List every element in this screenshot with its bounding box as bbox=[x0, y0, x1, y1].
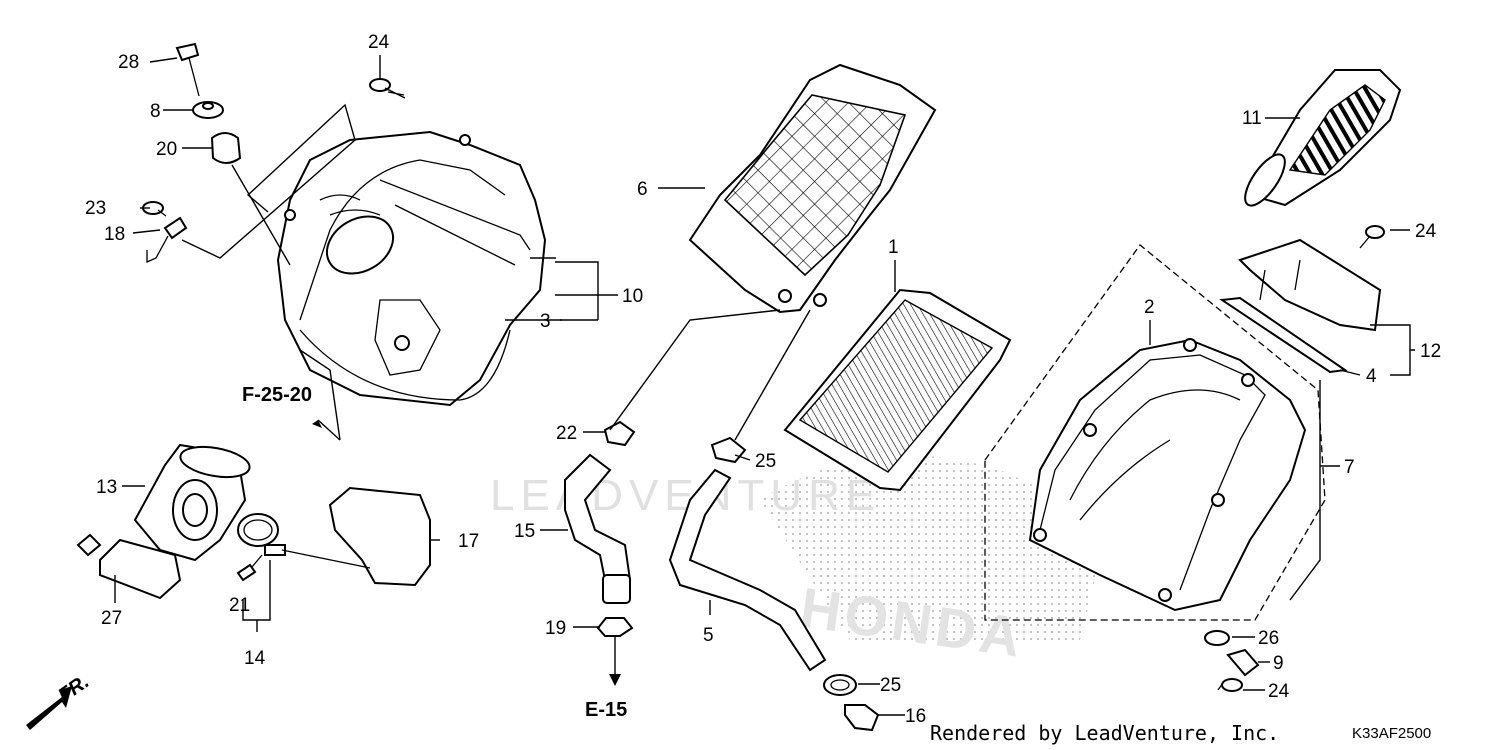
watermark-text: LEADVENTURE bbox=[490, 471, 881, 520]
callout-19: 19 bbox=[545, 618, 566, 639]
clamp-14 bbox=[236, 513, 286, 582]
callout-18: 18 bbox=[104, 224, 125, 245]
callout-28: 28 bbox=[118, 52, 139, 73]
hose-15 bbox=[564, 420, 636, 637]
assembly-outline bbox=[984, 244, 1326, 621]
callout-24-bottom: 24 bbox=[1268, 681, 1290, 702]
front-arrow bbox=[26, 686, 72, 730]
callout-13: 13 bbox=[96, 477, 117, 498]
ref-label-f25-20: F-25-20 bbox=[242, 384, 312, 406]
callout-11: 11 bbox=[1242, 108, 1262, 129]
callout-24-right: 24 bbox=[1415, 221, 1437, 242]
honda-wing-watermark bbox=[760, 455, 1110, 640]
callout-5: 5 bbox=[703, 625, 714, 646]
callout-24-top: 24 bbox=[368, 32, 390, 53]
hardware-26-9-24 bbox=[1204, 630, 1260, 692]
callout-8: 8 bbox=[150, 101, 161, 122]
footer-credit: Rendered by LeadVenture, Inc. bbox=[930, 721, 1279, 745]
ref-e15-arrow bbox=[609, 636, 621, 686]
callout-6: 6 bbox=[637, 179, 648, 200]
ref-label-e15: E-15 bbox=[585, 699, 627, 721]
air-cleaner-cover bbox=[276, 130, 547, 407]
callout-25-lower: 25 bbox=[880, 675, 901, 696]
callout-15: 15 bbox=[514, 521, 535, 542]
callout-27: 27 bbox=[101, 608, 122, 629]
callout-9: 9 bbox=[1273, 653, 1284, 674]
callouts: 28 8 20 23 18 24 10 3 6 1 2 11 24 12 4 7… bbox=[85, 32, 1441, 727]
duct-and-gasket bbox=[1219, 225, 1385, 374]
hose-5 bbox=[668, 436, 827, 672]
leader-lines bbox=[114, 55, 1415, 716]
air-filter-element bbox=[783, 288, 1012, 492]
callout-26: 26 bbox=[1258, 628, 1279, 649]
intake-funnel bbox=[1244, 69, 1402, 207]
callout-22: 22 bbox=[556, 423, 577, 444]
callout-12: 12 bbox=[1420, 341, 1441, 362]
callout-21: 21 bbox=[229, 595, 250, 616]
callout-4: 4 bbox=[1366, 366, 1377, 387]
diagram-code: K33AF2500 bbox=[1352, 725, 1431, 742]
callout-2: 2 bbox=[1144, 297, 1155, 318]
throttle-body bbox=[76, 443, 251, 600]
callout-10: 10 bbox=[622, 286, 643, 307]
callout-14: 14 bbox=[244, 648, 266, 669]
callout-23: 23 bbox=[85, 198, 106, 219]
callout-25-mid: 25 bbox=[755, 451, 776, 472]
callout-20: 20 bbox=[156, 139, 177, 160]
ref-f25-arrow bbox=[299, 349, 341, 441]
callout-16: 16 bbox=[905, 706, 926, 727]
hardware-28-8-20 bbox=[175, 42, 291, 266]
hardware-23-18 bbox=[142, 201, 188, 264]
callout-17: 17 bbox=[458, 531, 479, 552]
callout-3: 3 bbox=[540, 311, 551, 332]
clamp-25-lower bbox=[823, 674, 880, 732]
screw-24-top bbox=[369, 78, 406, 99]
cover-17 bbox=[328, 486, 431, 587]
callout-7: 7 bbox=[1344, 457, 1355, 478]
element-screen bbox=[688, 63, 937, 314]
callout-1: 1 bbox=[888, 237, 899, 258]
air-cleaner-case bbox=[1028, 338, 1307, 612]
